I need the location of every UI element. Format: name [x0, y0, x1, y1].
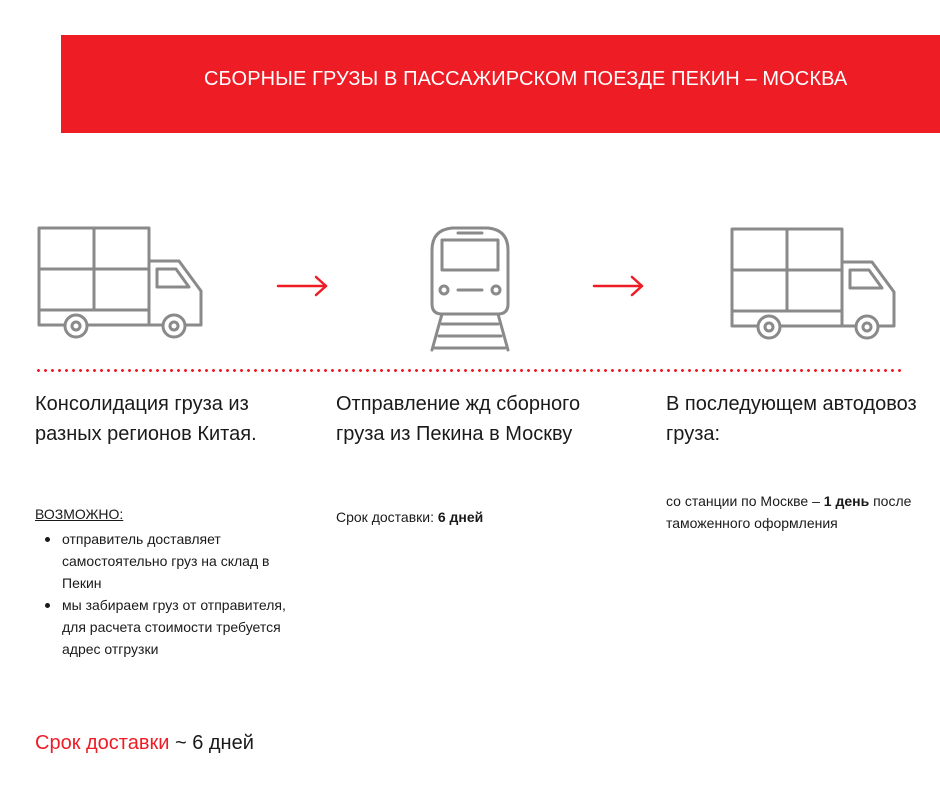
page-title: СБОРНЫЕ ГРУЗЫ В ПАССАЖИРСКОМ ПОЕЗДЕ ПЕКИ…	[204, 68, 848, 90]
dotted-divider	[35, 369, 903, 372]
total-label: Срок доставки	[35, 732, 170, 754]
possible-label: ВОЗМОЖНО:	[35, 506, 124, 522]
note-bold: 1 день	[823, 493, 870, 509]
options-list: отправитель доставляет самостоятельно гр…	[35, 528, 312, 660]
list-item: мы забираем груз от отправителя, для рас…	[45, 594, 312, 660]
step-heading: Отправление жд сборного груза из Пекина …	[336, 393, 581, 445]
arrow-right-icon	[276, 275, 328, 297]
train-icon	[430, 226, 510, 352]
step-heading: В последующем автодовоз груза:	[666, 393, 917, 445]
truck-icon	[37, 226, 203, 339]
term-value: 6 дней	[437, 509, 484, 525]
truck-icon	[730, 227, 896, 340]
step-rail-shipment: Отправление жд сборного груза из Пекина …	[336, 389, 626, 449]
rail-delivery-term: Срок доставки: 6 дней	[336, 506, 483, 528]
header-banner: СБОРНЫЕ ГРУЗЫ В ПАССАЖИРСКОМ ПОЕЗДЕ ПЕКИ…	[61, 35, 940, 133]
total-delivery-term: Срок доставки ~ 6 дней	[35, 732, 254, 755]
note-suffix: после таможенного оформления	[666, 493, 912, 531]
auto-delivery-note: со станции по Москве – 1 день после тамо…	[666, 490, 916, 534]
step-auto-delivery: В последующем автодовоз груза:	[666, 389, 926, 449]
list-item: отправитель доставляет самостоятельно гр…	[45, 528, 312, 594]
step-heading: Консолидация груза из разных регионов Ки…	[35, 393, 257, 445]
step-consolidation: Консолидация груза из разных регионов Ки…	[35, 389, 285, 449]
arrow-right-icon	[592, 275, 644, 297]
total-value: ~ 6 дней	[174, 732, 254, 754]
term-label: Срок доставки:	[336, 509, 434, 525]
note-prefix: со станции по Москве –	[666, 493, 820, 509]
